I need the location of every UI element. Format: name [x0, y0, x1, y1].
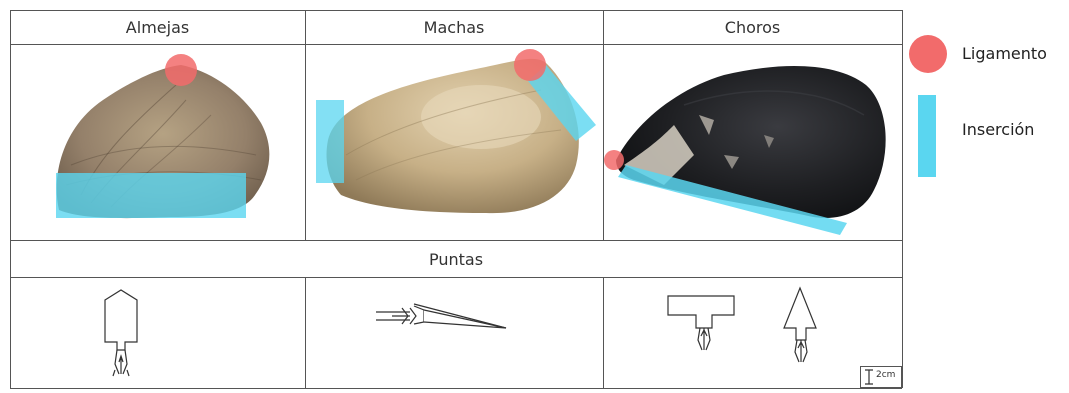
macha-tip-diagram: [306, 278, 603, 388]
header-choros: Choros: [603, 10, 902, 44]
macha-photo: [306, 45, 603, 240]
ligament-legend-swatch: [909, 35, 947, 73]
choro-tip-diagram: [604, 278, 902, 388]
insertion-legend-swatch: [918, 95, 936, 177]
almeja-tip-diagram: [11, 278, 305, 388]
almeja-ligament-marker: [165, 54, 197, 86]
table-border-right: [902, 10, 903, 388]
header-almejas: Almejas: [10, 10, 305, 44]
scale-bar-label: 2cm: [876, 370, 895, 380]
choro-ligament-marker: [604, 150, 624, 170]
almeja-insertion-marker: [56, 173, 246, 218]
puntas-label: Puntas: [10, 241, 902, 277]
almeja-photo: [11, 45, 305, 240]
insertion-legend-label: Inserción: [962, 120, 1034, 139]
choro-photo: [604, 45, 902, 240]
header-machas: Machas: [305, 10, 603, 44]
scale-bar-icon: [863, 368, 875, 386]
scale-bar: 2cm: [860, 366, 902, 388]
macha-ligament-marker: [514, 49, 546, 81]
table-border-bottom: [10, 388, 902, 389]
macha-insertion-marker-left: [316, 100, 344, 183]
ligament-legend-label: Ligamento: [962, 44, 1047, 63]
